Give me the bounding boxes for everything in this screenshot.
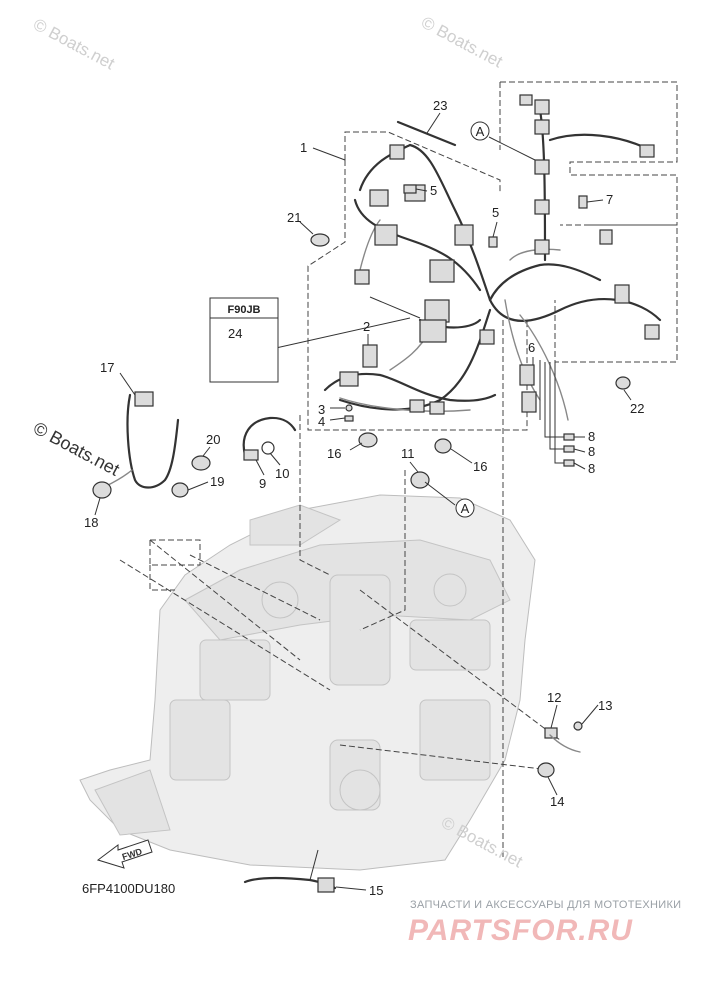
callout-3: 3 (318, 402, 325, 417)
callout-5b: 5 (492, 205, 499, 220)
brand-name: PARTSFOR.RU (408, 914, 633, 947)
callout-19: 19 (210, 474, 224, 489)
leader-lines (94, 112, 632, 891)
sub-harness (323, 344, 497, 415)
callout-16a: 16 (327, 446, 341, 461)
grommet-16a (358, 432, 378, 448)
callout-15: 15 (369, 883, 383, 898)
ref-marker-a-bottom: A (455, 498, 475, 518)
callout-8c: 8 (588, 461, 595, 476)
callout-24: 24 (228, 326, 242, 341)
main-harness (338, 94, 662, 421)
parts-8 (544, 362, 575, 467)
callout-13: 13 (598, 698, 612, 713)
callout-17: 17 (100, 360, 114, 375)
callout-2: 2 (363, 319, 370, 334)
grommet-21 (310, 233, 330, 247)
sensor-9-10 (242, 416, 297, 461)
callout-16b: 16 (473, 459, 487, 474)
ref-marker-a-top-label: A (476, 124, 485, 139)
callout-12: 12 (547, 690, 561, 705)
brand-tagline: ЗАПЧАСТИ И АКСЕССУАРЫ ДЛЯ МОТОТЕХНИКИ (410, 899, 681, 911)
callout-10: 10 (275, 466, 289, 481)
grommet-16b (434, 438, 452, 454)
callout-4: 4 (318, 414, 325, 429)
callout-8a: 8 (588, 429, 595, 444)
watermark-middle: © Boats.net (30, 418, 123, 480)
connector-group-6 (519, 360, 541, 420)
callout-14: 14 (550, 794, 564, 809)
callout-18: 18 (84, 515, 98, 530)
engine-block (79, 494, 536, 871)
clip-5b (488, 236, 498, 248)
model-box-label: F90JB (227, 304, 260, 316)
callout-23: 23 (433, 98, 447, 113)
model-box: F90JB (209, 297, 279, 383)
lead-15 (243, 876, 337, 893)
parts-12-14 (537, 721, 583, 778)
part-20 (191, 455, 211, 471)
part-18 (92, 481, 112, 499)
part-22 (615, 376, 631, 390)
watermark-top-right: © Boats.net (418, 13, 506, 72)
callout-6: 6 (528, 340, 535, 355)
part-11 (410, 471, 430, 489)
callout-9: 9 (259, 476, 266, 491)
part-3 (345, 404, 353, 412)
callout-5a: 5 (430, 183, 437, 198)
callout-1: 1 (300, 140, 307, 155)
part-19 (171, 482, 189, 498)
callout-11: 11 (401, 446, 415, 461)
callout-8b: 8 (588, 444, 595, 459)
cable-tie-23 (396, 120, 457, 147)
ref-marker-a-top: A (470, 121, 490, 141)
part-4 (344, 415, 354, 422)
callout-20: 20 (206, 432, 220, 447)
clip-5a (403, 184, 417, 194)
watermark-top-left: © Boats.net (30, 15, 118, 74)
ref-marker-a-bottom-label: A (461, 501, 470, 516)
callout-numbers: 1 2 3 4 5 5 6 7 8 8 8 9 10 11 12 13 14 1… (84, 98, 644, 898)
callout-21: 21 (287, 210, 301, 225)
callout-7: 7 (606, 192, 613, 207)
callout-22: 22 (630, 401, 644, 416)
fwd-arrow: FWD (96, 839, 153, 869)
part-7 (578, 195, 588, 209)
diagram-code: 6FP4100DU180 (82, 881, 175, 896)
